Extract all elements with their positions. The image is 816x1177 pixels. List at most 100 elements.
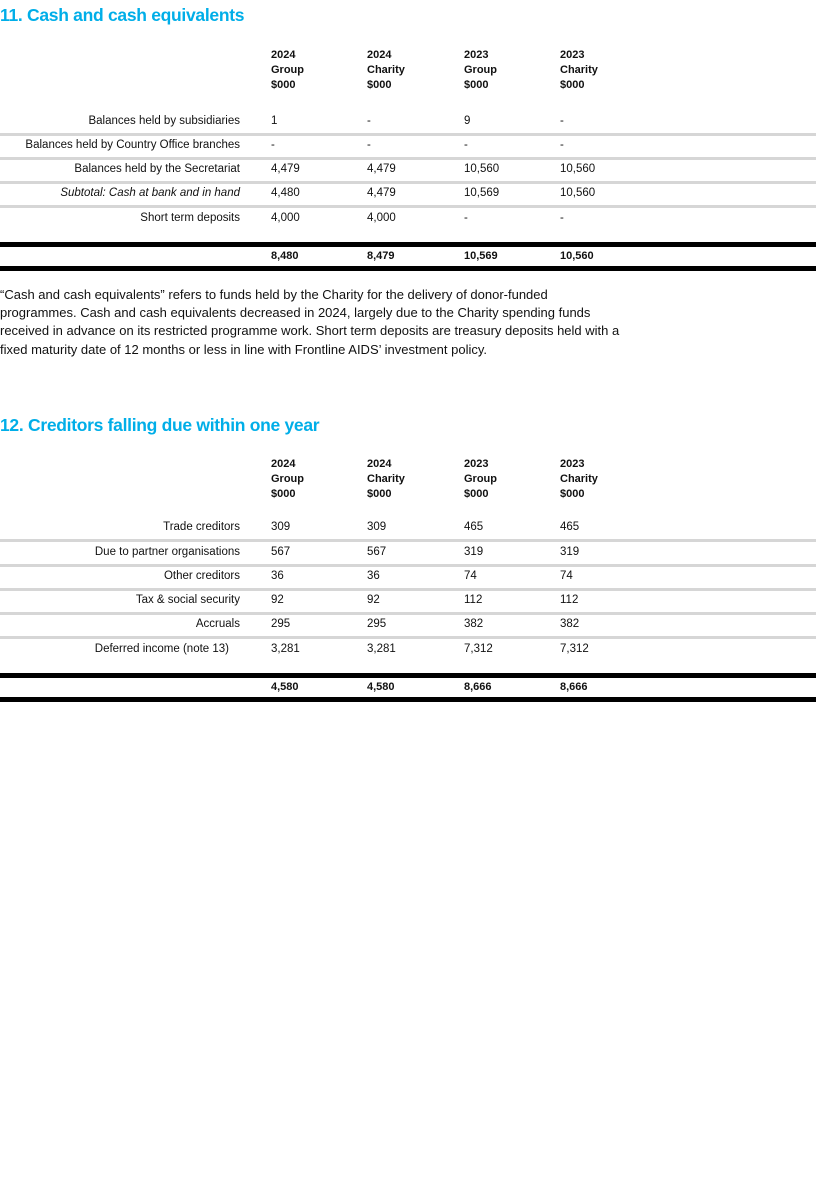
column-header: 2023 Charity $000	[560, 48, 598, 93]
table-cell: 112	[464, 594, 483, 606]
table-row: Due to partner organisations 567 567 319…	[0, 542, 816, 567]
column-header: 2024 Group $000	[271, 48, 304, 93]
column-entity: Charity	[367, 473, 405, 485]
table-cell: -	[464, 139, 468, 151]
column-year: 2024	[367, 458, 392, 470]
table-cell: 7,312	[464, 643, 493, 655]
table-cell: 319	[464, 546, 484, 558]
row-label: Balances held by the Secretariat	[74, 163, 240, 175]
column-entity: Group	[464, 473, 497, 485]
table-cell: 92	[271, 594, 284, 606]
column-entity: Charity	[560, 64, 598, 76]
subtotal-row: Subtotal: Cash at bank and in hand 4,480…	[0, 183, 816, 208]
table-cell: 3,281	[271, 643, 300, 655]
table-cell: 319	[560, 546, 580, 558]
table-row: Short term deposits 4,000 4,000 - -	[0, 208, 816, 230]
table-cell: 74	[464, 570, 477, 582]
total-cell: 8,480	[271, 250, 299, 262]
table-cell: 4,480	[271, 187, 300, 199]
row-label: Balances held by Country Office branches	[25, 139, 240, 151]
column-year: 2023	[464, 49, 489, 61]
column-unit: $000	[367, 488, 392, 500]
row-label: Balances held by subsidiaries	[88, 115, 240, 127]
column-year: 2024	[367, 49, 392, 61]
total-rule-top	[0, 673, 816, 678]
column-header: 2024 Charity $000	[367, 48, 405, 93]
column-year: 2024	[271, 49, 296, 61]
table-row: Deferred income (note 13) 3,281 3,281 7,…	[0, 639, 816, 661]
table-cell: 36	[367, 570, 380, 582]
row-label: Other creditors	[163, 570, 240, 582]
total-cell: 4,580	[367, 681, 395, 693]
table-cell: 74	[560, 570, 573, 582]
table-cell: 465	[560, 521, 580, 533]
table-cell: 4,000	[271, 212, 300, 224]
column-unit: $000	[464, 79, 489, 91]
table-cell: 382	[560, 618, 580, 630]
column-year: 2023	[560, 49, 585, 61]
table-cell: -	[560, 115, 564, 127]
column-unit: $000	[271, 488, 296, 500]
total-rule-bottom	[0, 266, 816, 271]
column-header: 2024 Charity $000	[367, 457, 405, 502]
table-cell: 7,312	[560, 643, 589, 655]
table-cell: -	[464, 212, 468, 224]
total-cell: 4,580	[271, 681, 299, 693]
table-cell: -	[367, 139, 371, 151]
total-cell: 8,666	[464, 681, 492, 693]
column-year: 2023	[560, 458, 585, 470]
table-cell: -	[271, 139, 275, 151]
column-unit: $000	[271, 79, 296, 91]
row-label: Accruals	[195, 618, 240, 630]
table-cell: 92	[367, 594, 380, 606]
column-year: 2024	[271, 458, 296, 470]
table-cell: 36	[271, 570, 284, 582]
table-row: Trade creditors 309 309 465 465	[0, 517, 816, 542]
table-cell: 465	[464, 521, 484, 533]
column-entity: Group	[464, 64, 497, 76]
table-row: Other creditors 36 36 74 74	[0, 566, 816, 591]
total-cell: 8,479	[367, 250, 395, 262]
table-cell: 10,569	[464, 187, 500, 199]
table-row: Balances held by the Secretariat 4,479 4…	[0, 159, 816, 184]
column-entity: Group	[271, 473, 304, 485]
table-cell: -	[560, 212, 564, 224]
total-cell: 8,666	[560, 681, 588, 693]
table-cell: 10,560	[560, 163, 596, 175]
column-entity: Group	[271, 64, 304, 76]
table-cell: 4,000	[367, 212, 396, 224]
table-cell: 4,479	[367, 163, 396, 175]
total-row: 8,480 8,479 10,569 10,560	[0, 248, 816, 266]
table-cell: 4,479	[271, 163, 300, 175]
total-rule-top	[0, 242, 816, 247]
column-unit: $000	[560, 488, 585, 500]
table-row: Balances held by Country Office branches…	[0, 135, 816, 160]
table-cell: 9	[464, 115, 471, 127]
column-year: 2023	[464, 458, 489, 470]
table-cell: 4,479	[367, 187, 396, 199]
total-cell: 10,560	[560, 250, 594, 262]
table-cell: 567	[271, 546, 291, 558]
table-row: Accruals 295 295 382 382	[0, 614, 816, 639]
table-row: Balances held by subsidiaries 1 - 9 -	[0, 111, 816, 136]
column-header: 2023 Group $000	[464, 48, 497, 93]
total-cell: 10,569	[464, 250, 498, 262]
note-12-title: 12. Creditors falling due within one yea…	[0, 415, 320, 435]
column-unit: $000	[560, 79, 585, 91]
column-entity: Charity	[367, 64, 405, 76]
row-label: Deferred income (note 13)	[94, 643, 229, 655]
table-cell: 309	[367, 521, 387, 533]
column-header: 2023 Charity $000	[560, 457, 598, 502]
row-label: Trade creditors	[163, 521, 240, 533]
note-11-explanation: “Cash and cash equivalents” refers to fu…	[0, 287, 620, 357]
table-cell: -	[367, 115, 371, 127]
table-cell: 10,560	[560, 187, 596, 199]
column-unit: $000	[367, 79, 392, 91]
column-header: 2024 Group $000	[271, 457, 304, 502]
column-unit: $000	[464, 488, 489, 500]
row-label: Due to partner organisations	[94, 546, 240, 558]
table-cell: 567	[367, 546, 387, 558]
table-cell: 295	[271, 618, 291, 630]
total-row: 4,580 4,580 8,666 8,666	[0, 679, 816, 697]
row-label: Subtotal: Cash at bank and in hand	[60, 187, 240, 199]
